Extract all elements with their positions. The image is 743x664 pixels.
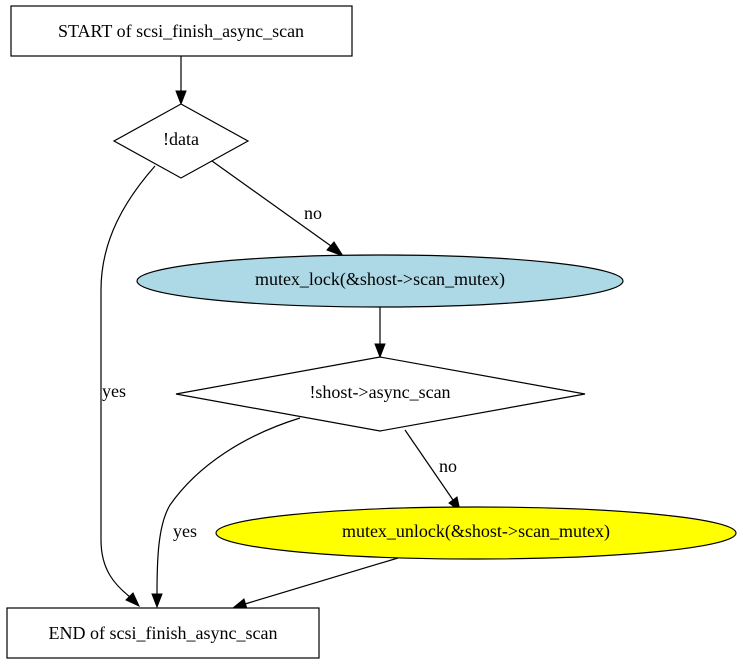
edge-data-no: no xyxy=(211,160,345,257)
edge-label-data-no: no xyxy=(304,203,322,223)
node-unlock: mutex_unlock(&shost->scan_mutex) xyxy=(215,506,737,560)
node-unlock-label: mutex_unlock(&shost->scan_mutex) xyxy=(342,521,610,542)
node-lock-label: mutex_lock(&shost->scan_mutex) xyxy=(255,269,505,290)
edge-label-data-yes: yes xyxy=(102,381,126,401)
node-start-label: START of scsi_finish_async_scan xyxy=(58,21,304,41)
edge-async-yes: yes xyxy=(151,417,301,609)
node-cond-data-label: !data xyxy=(163,129,199,149)
node-cond-data: !data xyxy=(112,103,250,179)
edge-unlock-to-end xyxy=(231,557,399,610)
node-end: END of scsi_finish_async_scan xyxy=(6,607,320,659)
node-lock: mutex_lock(&shost->scan_mutex) xyxy=(136,254,624,308)
node-cond-async: !shost->async_scan xyxy=(175,356,586,432)
node-end-label: END of scsi_finish_async_scan xyxy=(49,623,278,643)
edge-data-yes: yes xyxy=(100,165,156,608)
edge-lock-to-async xyxy=(374,307,386,359)
node-cond-async-label: !shost->async_scan xyxy=(309,382,450,402)
edge-label-async-no: no xyxy=(439,456,457,476)
node-start: START of scsi_finish_async_scan xyxy=(10,5,353,57)
edge-start-to-data xyxy=(175,56,187,106)
edge-async-no: no xyxy=(404,429,461,513)
edge-label-async-yes: yes xyxy=(173,521,197,541)
